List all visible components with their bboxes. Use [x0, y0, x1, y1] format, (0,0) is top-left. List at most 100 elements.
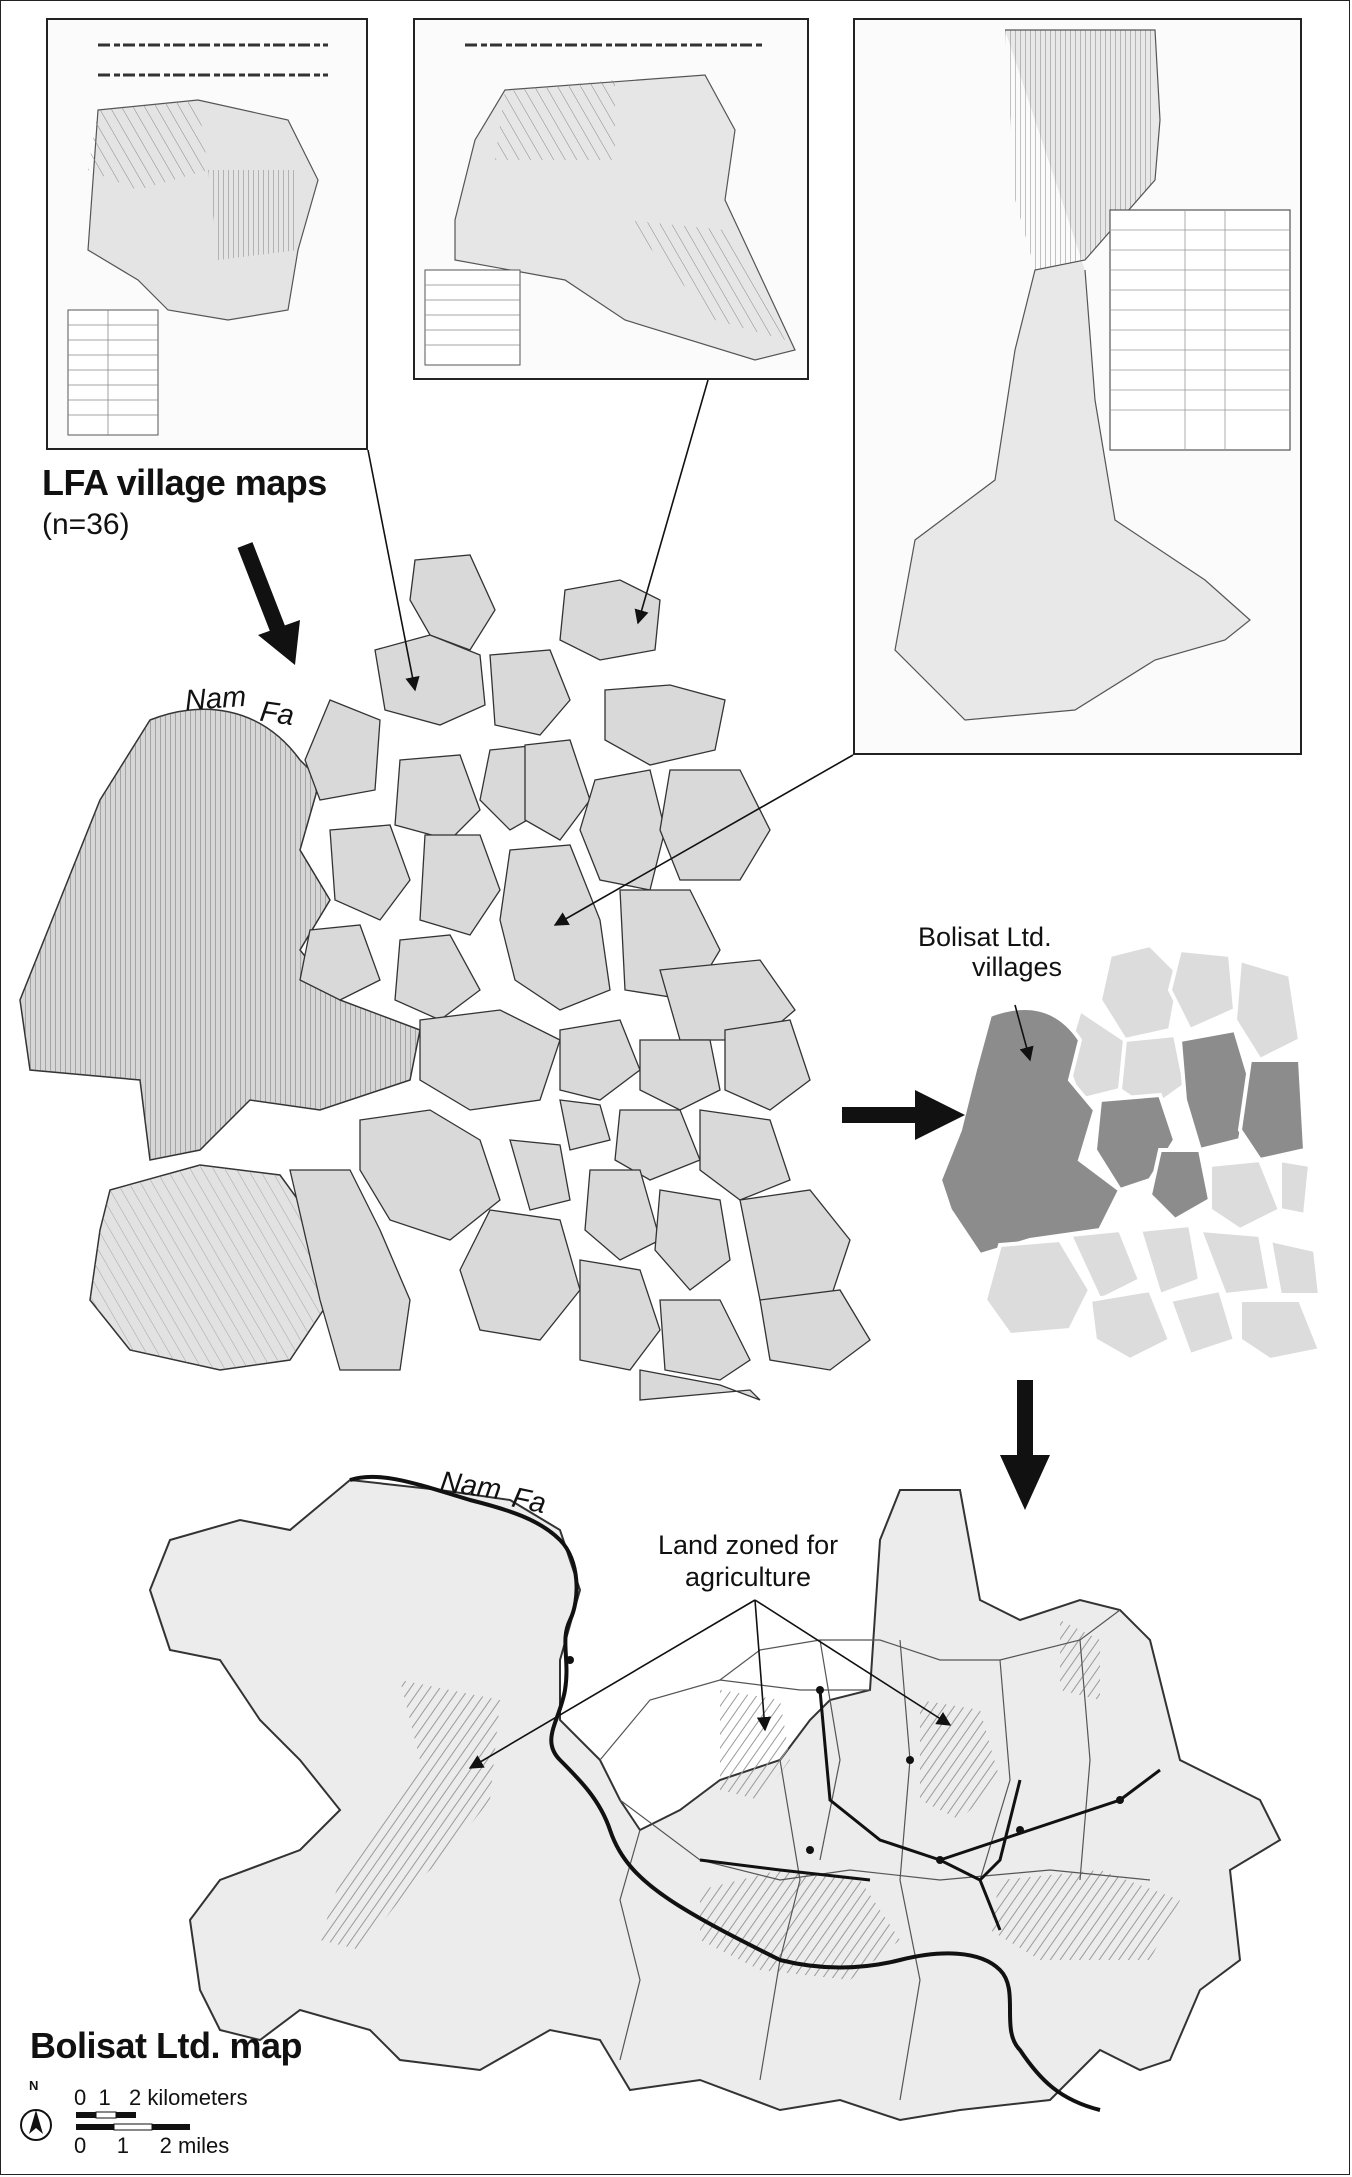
mosaic-village	[394, 754, 481, 841]
north-arrow-icon	[20, 2109, 52, 2141]
bolisat-map-area	[148, 1478, 1282, 2122]
land-zoned-label: Land zoned for	[658, 1530, 839, 1560]
callout-line	[754, 1599, 772, 1732]
inset-map-graphic	[894, 29, 1291, 721]
bolisat-villages-label: villages	[972, 952, 1063, 982]
village-point	[566, 1656, 574, 1664]
agriculture-zone-west	[320, 1680, 500, 1950]
mosaic-village	[604, 684, 726, 766]
inset-village-map-3	[853, 18, 1302, 755]
schematic-village-bolisat	[1237, 1058, 1308, 1163]
river-nam-fa	[349, 1474, 1101, 2112]
bolisat-villages-label: Bolisat Ltd.	[918, 922, 1052, 952]
mosaic-village	[289, 1169, 411, 1371]
callout-line	[553, 754, 854, 926]
mosaic-village	[579, 769, 666, 891]
schematic-village-other	[1067, 1227, 1143, 1303]
bold-arrow-icon	[842, 1090, 965, 1140]
schematic-village-other	[1267, 1237, 1323, 1297]
village-point	[936, 1856, 944, 1864]
bolisat-ltd-map	[148, 1474, 1282, 2122]
mosaic-village	[419, 1009, 561, 1111]
callout-line	[634, 379, 709, 625]
land-zoned-label: agriculture	[685, 1562, 812, 1592]
mosaic-village	[579, 1259, 661, 1371]
agriculture-zone-central	[720, 1690, 790, 1800]
road	[818, 1689, 1002, 1931]
schematic-village-other	[1196, 1227, 1273, 1298]
village-point	[816, 1686, 824, 1694]
schematic-village-other	[1208, 1157, 1283, 1233]
mosaic-village	[584, 1169, 661, 1261]
mosaic-village	[659, 1299, 751, 1381]
river-label: Fa	[258, 695, 296, 733]
schematic-village-bolisat	[937, 1006, 1123, 1258]
road	[978, 1779, 1022, 1882]
callout-line	[754, 1599, 952, 1726]
village-point	[806, 1846, 814, 1854]
inset-map-graphic	[424, 43, 796, 366]
scale-bar-km	[76, 2111, 136, 2119]
mosaic-village	[654, 1189, 731, 1291]
river-label: Fa	[509, 1481, 549, 1521]
bold-arrow-icon	[1000, 1380, 1050, 1510]
mosaic-village	[759, 1289, 871, 1371]
mosaic-village	[509, 1139, 571, 1211]
lfa-village-count: (n=36)	[42, 508, 130, 541]
bolisat-villages-schematic	[937, 942, 1323, 1363]
agriculture-zone-east	[920, 1700, 1000, 1820]
callout-line	[1014, 1004, 1034, 1062]
schematic-village-other	[1167, 1287, 1238, 1358]
agriculture-zone	[990, 1870, 1180, 1960]
lfa-village-mosaic	[19, 554, 871, 1401]
schematic-village-other	[1117, 1032, 1188, 1113]
mosaic-village	[394, 934, 481, 1021]
agriculture-zone	[700, 1870, 900, 1980]
village-point	[906, 1756, 914, 1764]
mosaic-village	[559, 1099, 611, 1151]
bolisat-map-title: Bolisat Ltd. map	[30, 2025, 303, 2066]
mosaic-village	[724, 1019, 811, 1111]
scale-bar-mi	[76, 2123, 190, 2131]
inset-map-graphic	[67, 43, 328, 436]
schematic-village-other	[982, 1237, 1093, 1338]
schematic-village-other	[1087, 1287, 1173, 1363]
callout-line	[367, 449, 420, 692]
mosaic-village	[359, 1109, 501, 1241]
inset-village-map-1	[46, 18, 368, 450]
scale-mi-label: 0 1 2 miles	[74, 2133, 230, 2158]
schematic-village-other	[1097, 942, 1183, 1043]
schematic-village-other	[1167, 947, 1238, 1033]
schematic-village-other	[1278, 1157, 1313, 1218]
schematic-village-bolisat	[1147, 1148, 1213, 1223]
schematic-village-other	[1137, 1222, 1203, 1298]
mosaic-village	[659, 769, 771, 881]
mosaic-village	[699, 1109, 791, 1201]
mosaic-village	[614, 1109, 701, 1181]
mosaic-village	[419, 834, 501, 936]
agriculture-zone	[1060, 1620, 1100, 1700]
mosaic-village	[524, 739, 591, 841]
mosaic-village	[459, 1209, 581, 1341]
mosaic-village	[299, 924, 381, 1001]
mosaic-village	[639, 1369, 761, 1401]
north-label: N	[29, 2078, 39, 2093]
flow-arrows	[237, 379, 1050, 1769]
lfa-village-maps-title: LFA village maps	[42, 462, 327, 503]
mosaic-village	[409, 554, 496, 651]
mosaic-village	[559, 579, 661, 661]
mosaic-village	[304, 699, 381, 801]
village-point	[1016, 1826, 1024, 1834]
mosaic-village	[329, 824, 411, 921]
mosaic-village	[489, 649, 571, 736]
callout-line	[468, 1599, 756, 1769]
river-label: Nam	[183, 680, 248, 718]
mosaic-village	[639, 1039, 721, 1111]
mosaic-village	[499, 844, 611, 1011]
mosaic-village	[739, 1189, 851, 1301]
schematic-village-other	[1232, 957, 1303, 1063]
village-point	[1116, 1796, 1124, 1804]
inset-village-map-2	[413, 18, 809, 380]
